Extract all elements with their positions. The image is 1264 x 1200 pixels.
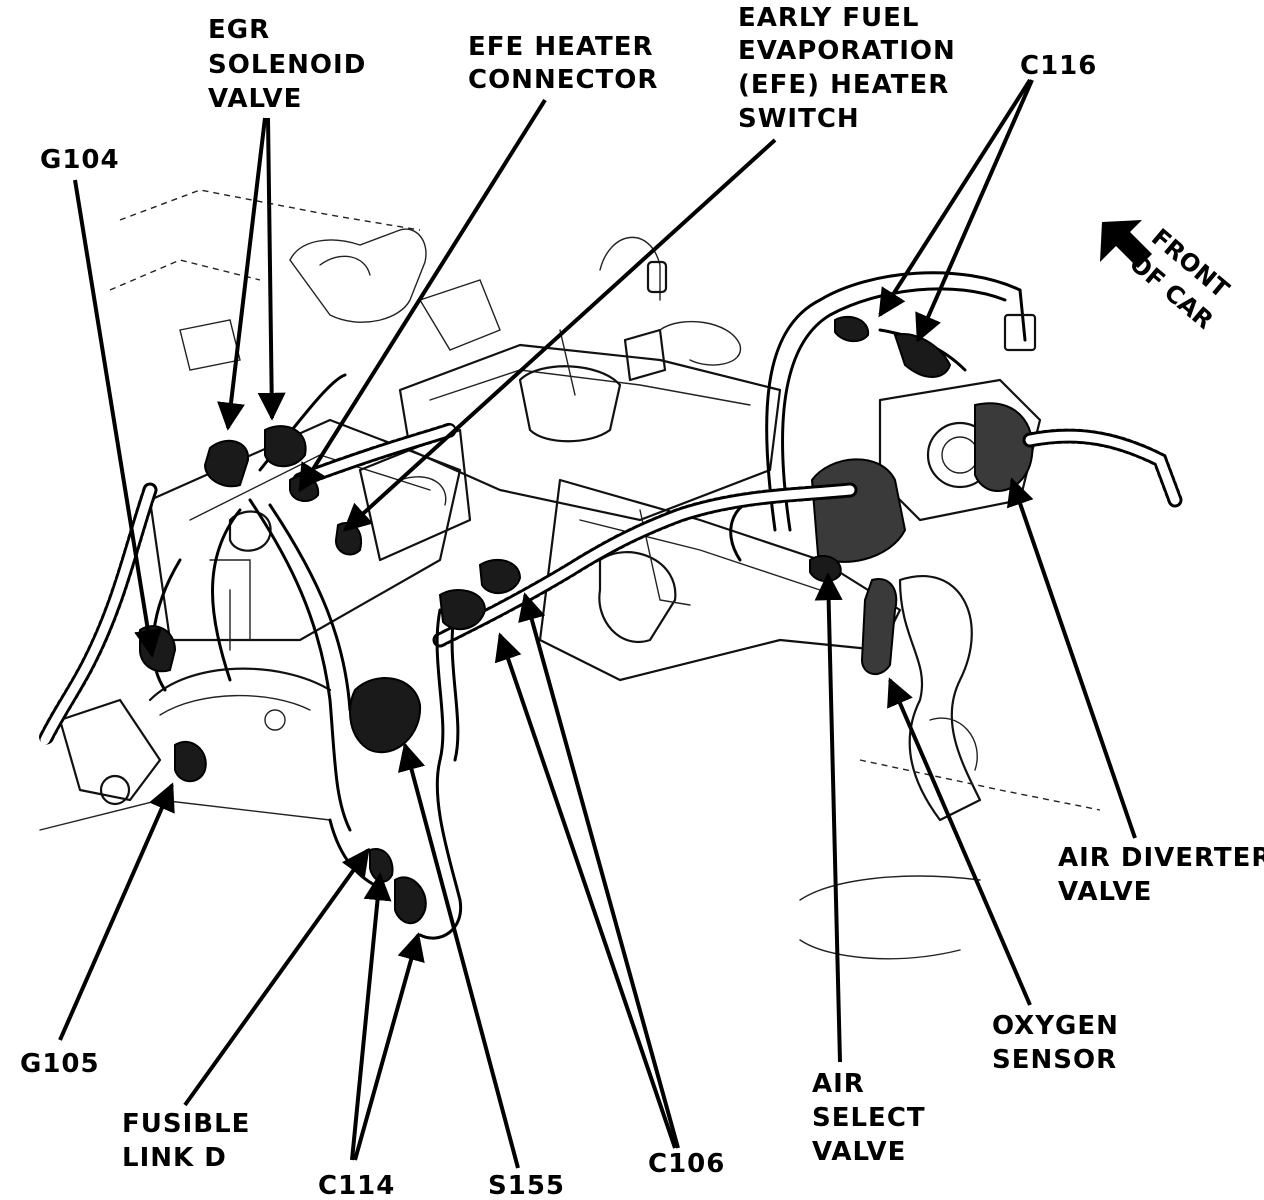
leader-g104: [73, 179, 162, 658]
leader-c116-b: [915, 79, 1034, 343]
label-air-select-line1: AIR: [812, 1069, 865, 1099]
label-c116: C116: [1020, 51, 1097, 81]
label-air-diverter-line2: VALVE: [1058, 877, 1152, 907]
leader-s155: [397, 742, 520, 1169]
label-egr-line1: EGR: [208, 15, 270, 45]
label-efe-connector-line1: EFE HEATER: [468, 32, 653, 62]
leader-egr-a: [217, 117, 267, 431]
label-fusible-line1: FUSIBLE: [122, 1109, 250, 1139]
label-c114: C114: [318, 1171, 395, 1200]
label-air-select-line3: VALVE: [812, 1137, 906, 1167]
leader-c114-b: [353, 932, 425, 1161]
label-s155: S155: [488, 1171, 565, 1200]
leader-c106-b: [518, 592, 680, 1149]
leader-lines: [58, 78, 1137, 1169]
leader-c114-a: [350, 872, 392, 1161]
label-efe-switch-line3: (EFE) HEATER: [738, 70, 949, 100]
leader-oxygen-sensor: [887, 677, 1032, 1006]
label-efe-switch-line2: EVAPORATION: [738, 36, 956, 66]
front-of-car-indicator: FRONT OF CAR: [1100, 220, 1235, 335]
leader-air-select: [814, 572, 843, 1063]
arrow-up-left-icon: [1100, 220, 1152, 268]
leader-efe-connector: [298, 98, 547, 493]
label-efe-connector-line2: CONNECTOR: [468, 65, 658, 95]
label-air-select-line2: SELECT: [812, 1103, 926, 1133]
label-efe-switch-line1: EARLY FUEL: [738, 3, 920, 33]
leader-g105: [58, 782, 175, 1041]
label-efe-switch-line4: SWITCH: [738, 104, 860, 134]
leader-egr-b: [257, 117, 286, 421]
leader-efe-switch: [342, 138, 777, 532]
label-air-diverter-line1: AIR DIVERTER: [1058, 843, 1264, 873]
label-c106: C106: [648, 1149, 725, 1179]
leader-fusible-link: [183, 847, 370, 1107]
label-egr-line2: SOLENOID: [208, 50, 366, 80]
leader-c116-a: [878, 78, 1032, 318]
leader-air-diverter: [1006, 477, 1137, 839]
label-fusible-line2: LINK D: [122, 1143, 227, 1173]
label-g105: G105: [20, 1049, 100, 1079]
hoses-and-harness: [37, 271, 1183, 940]
callout-labels: EGR SOLENOID VALVE EFE HEATER CONNECTOR …: [20, 3, 1264, 1200]
label-oxygen-line2: SENSOR: [992, 1045, 1117, 1075]
label-oxygen-line1: OXYGEN: [992, 1011, 1119, 1041]
leader-c106-a: [494, 632, 677, 1149]
label-egr-line3: VALVE: [208, 84, 302, 114]
label-g104: G104: [40, 145, 120, 175]
